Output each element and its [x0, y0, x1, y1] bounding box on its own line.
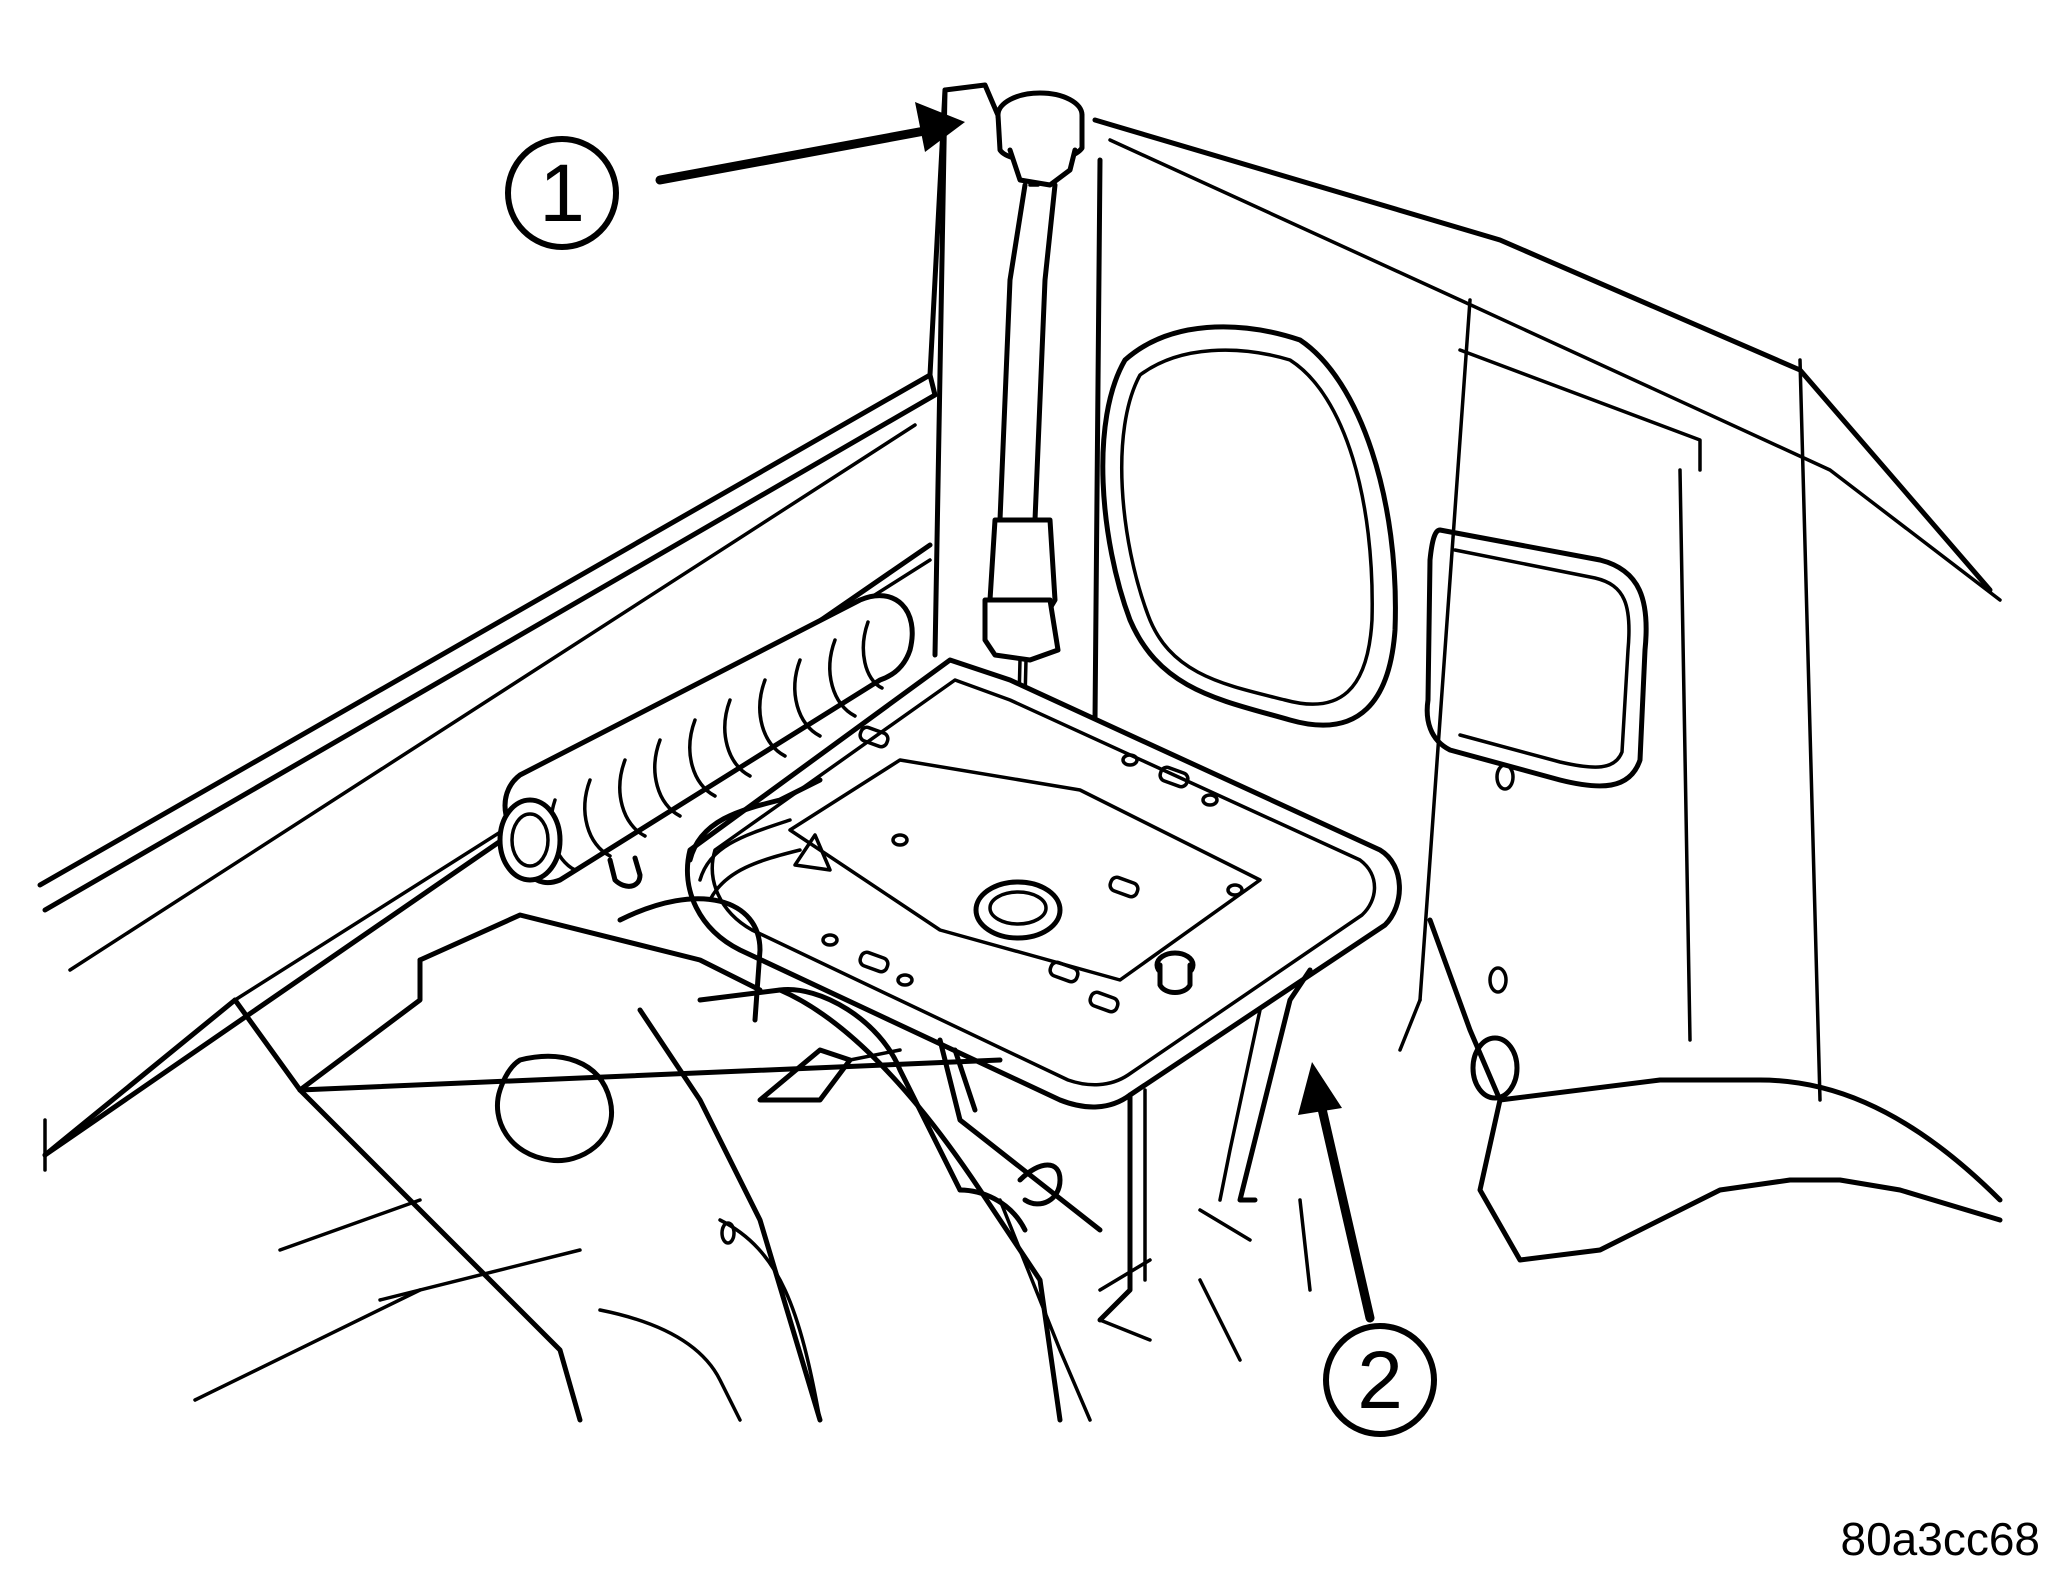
lower-frame: [193, 896, 1312, 1423]
shock-tower-opening: [1100, 324, 1398, 728]
corrugated-air-duct: [497, 593, 915, 889]
callout-1-label: 1: [539, 148, 585, 239]
battery-tray: [684, 657, 1402, 1323]
callout-2: 2: [1298, 1062, 1437, 1437]
reservoir-cap-and-hose: [982, 90, 1085, 902]
callout-1: 1: [505, 102, 965, 250]
callout-2-label: 2: [1357, 1335, 1403, 1426]
inner-fender-panel: [1398, 527, 2003, 1263]
figure-id: 80a3cc68: [1841, 1513, 2041, 1565]
firewall-panel: [927, 82, 2002, 1102]
